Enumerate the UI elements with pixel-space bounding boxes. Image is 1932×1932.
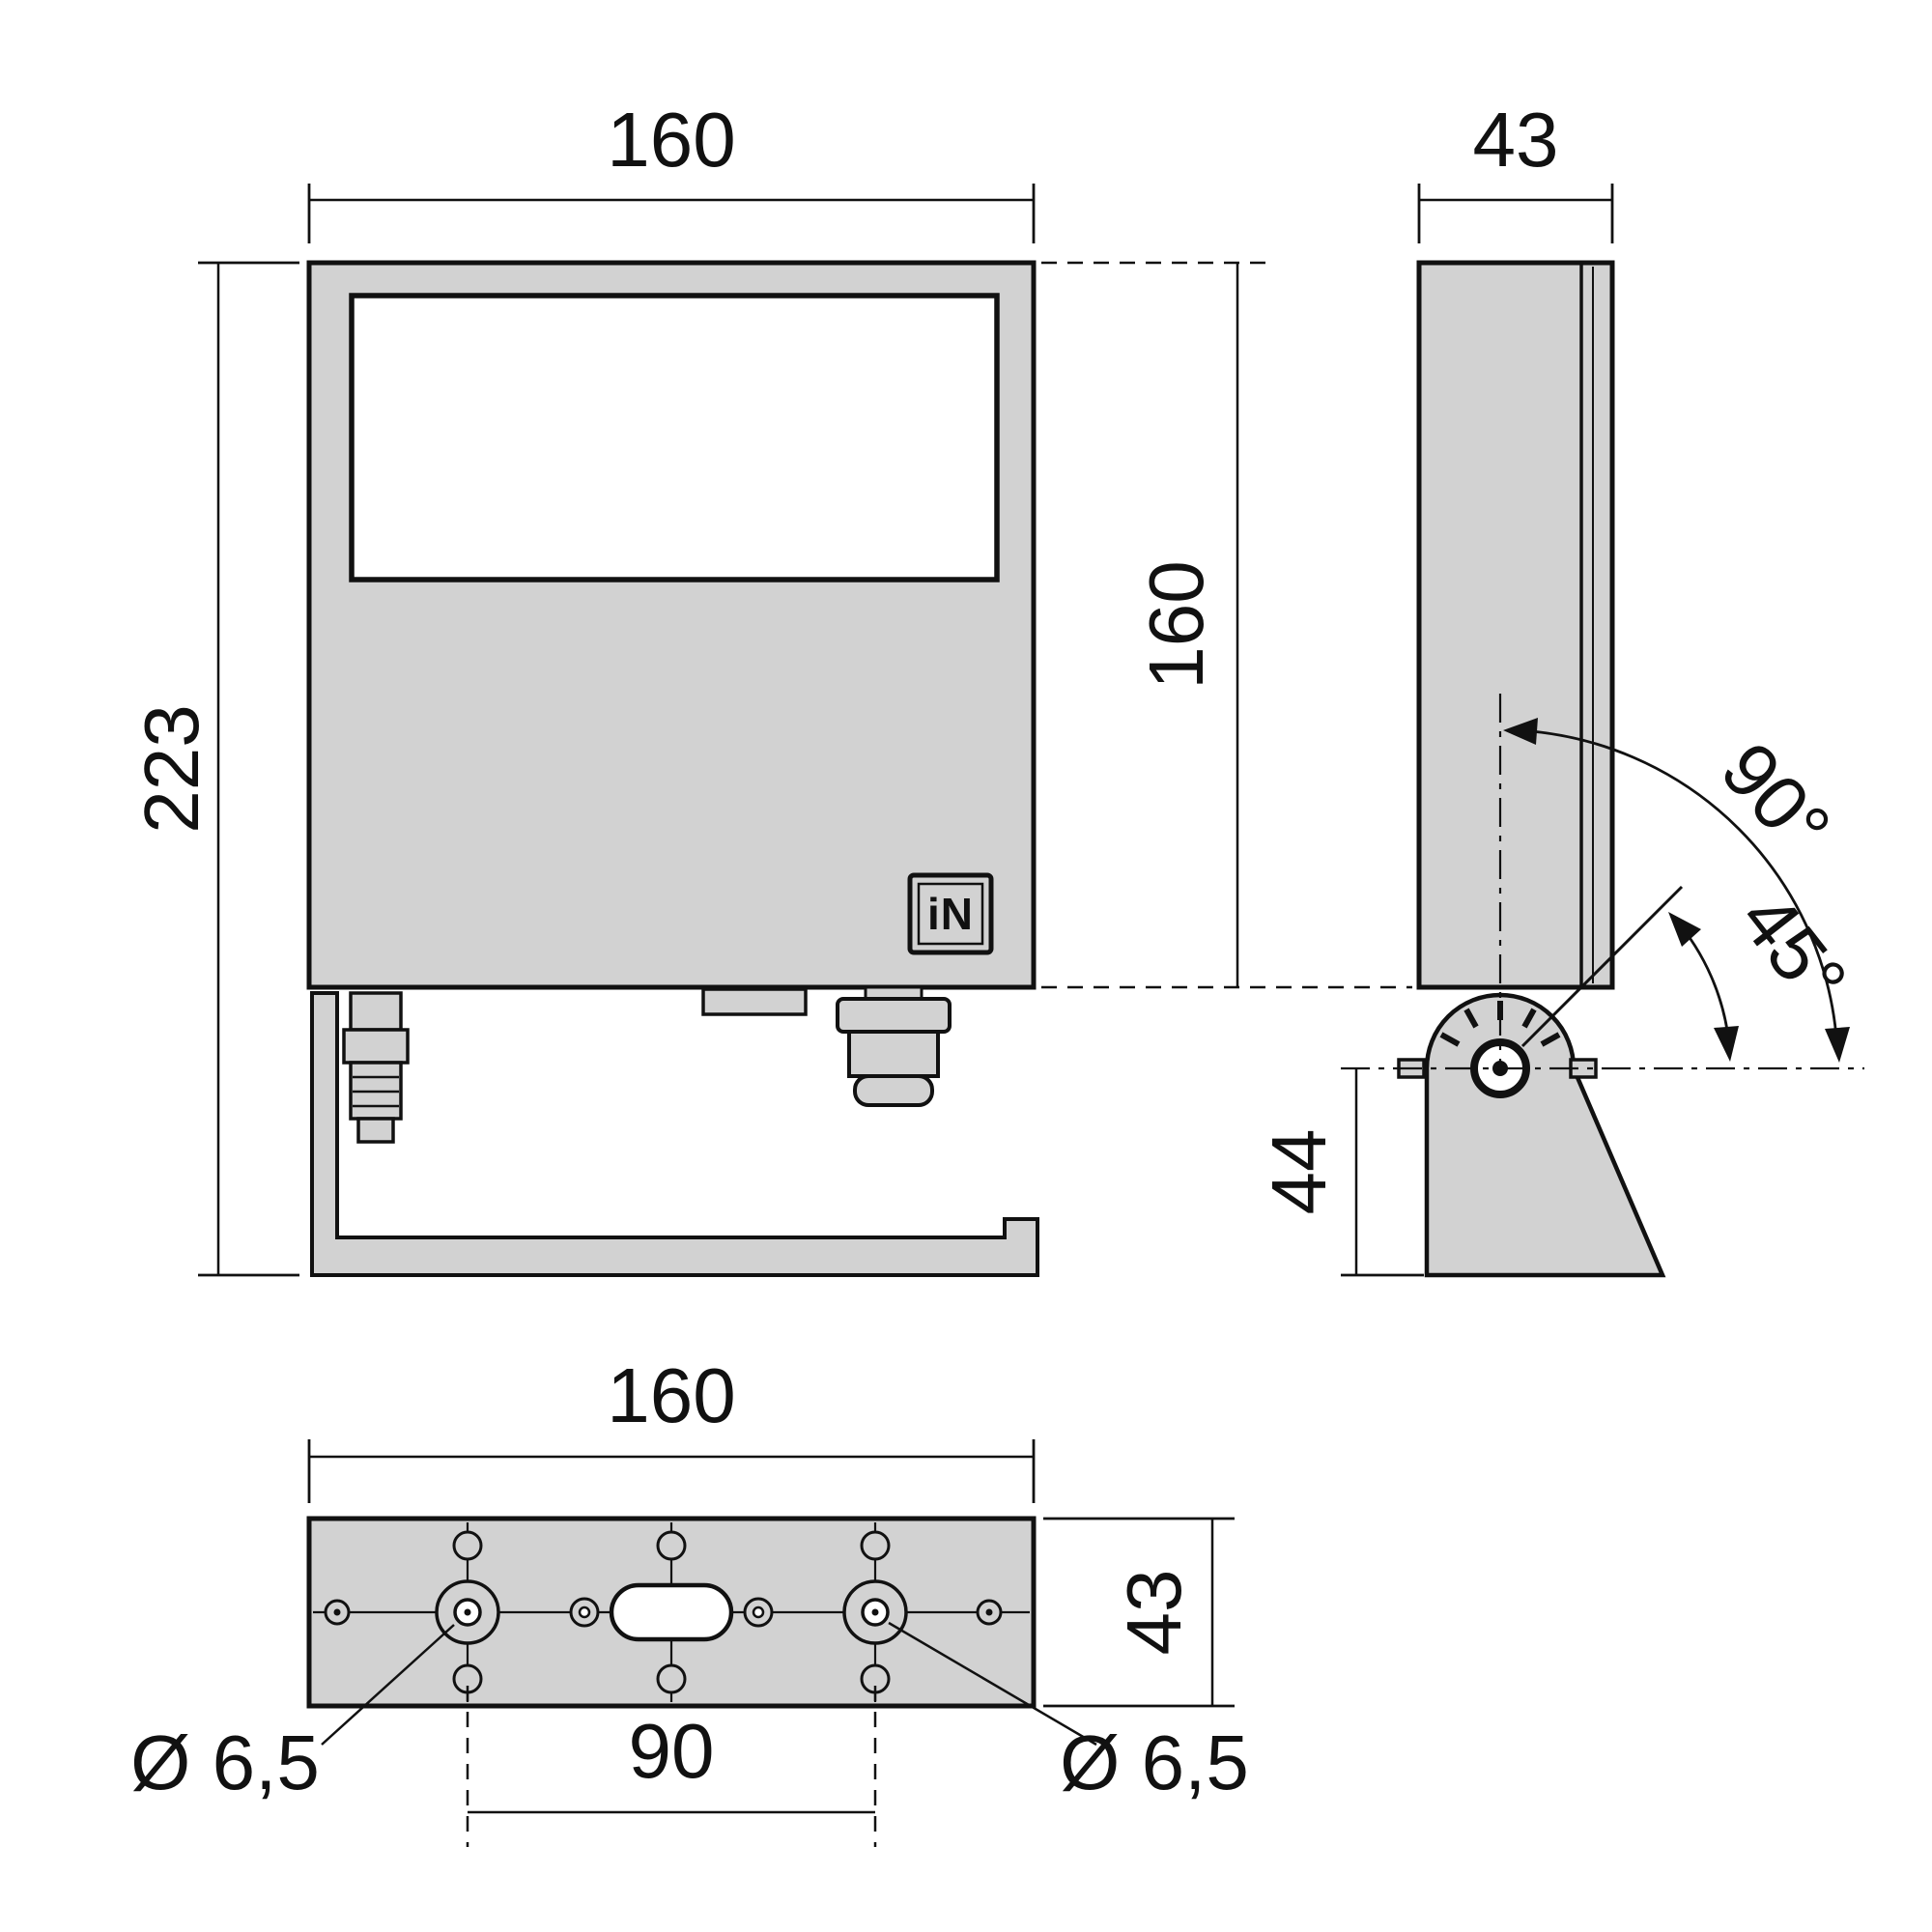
detent-tick (1439, 1032, 1461, 1047)
bottom-view-dimensions: 160 43 90 Ø 6,5 Ø 6,5 (130, 1352, 1249, 1847)
dim-label-side-depth: 43 (1473, 97, 1559, 183)
front-view: iN (306, 260, 1039, 1277)
dim-label-hole-diameter-right: Ø 6,5 (1060, 1719, 1249, 1805)
dim-label-bottom-depth: 43 (1111, 1570, 1197, 1656)
logo-outer-frame (907, 872, 994, 955)
leader-line-right (888, 1621, 1097, 1747)
dim-label-hole-spacing: 90 (629, 1708, 715, 1794)
slot-grommets (569, 1597, 774, 1628)
detent-tick (1463, 1008, 1479, 1029)
angle-label-90: 90° (1705, 726, 1847, 870)
detent-tick (1540, 1032, 1561, 1047)
dim-label-bracket-height: 44 (1256, 1129, 1342, 1215)
side-bracket-foot (1424, 992, 1666, 1278)
rib-lobe (656, 1530, 687, 1561)
boss-center (871, 1608, 879, 1616)
locking-knob (342, 991, 410, 1144)
dim-label-front-width: 160 (607, 97, 735, 183)
front-lens-window (349, 293, 1000, 582)
side-view (1397, 260, 1666, 1278)
arc-90-degrees (1517, 728, 1839, 1052)
front-view-dimensions: 160 223 160 (128, 97, 1412, 1277)
cable-gland (836, 985, 952, 1107)
leader-line-left (321, 1624, 455, 1746)
angle-label-45: 45° (1723, 877, 1863, 1022)
rib-lobe (860, 1530, 891, 1561)
end-hole-right-center (985, 1608, 993, 1616)
knob-neck (349, 991, 403, 1032)
rib-lobes (452, 1530, 891, 1694)
knob-tip (356, 1117, 395, 1144)
bottom-connector (701, 987, 808, 1016)
arc-arrowhead (1714, 1026, 1739, 1062)
arc-arrowhead (1503, 718, 1538, 745)
mounting-boss-right (842, 1579, 908, 1645)
arc-arrowhead (1825, 1027, 1850, 1063)
dim-label-front-body-height: 160 (1133, 560, 1219, 689)
gland-body (847, 1030, 940, 1078)
grommet-hole (752, 1605, 765, 1619)
side-housing (1416, 260, 1615, 990)
mounting-boss-left (435, 1579, 500, 1645)
grommet-hole (578, 1605, 591, 1619)
dim-label-bottom-width: 160 (607, 1352, 735, 1438)
detent-tick (1521, 1008, 1537, 1029)
arc-arrowhead (1668, 912, 1701, 947)
bottom-view (306, 1516, 1037, 1709)
dim-label-hole-diameter-left: Ø 6,5 (130, 1719, 320, 1805)
central-slot (609, 1582, 734, 1642)
mounting-bracket (310, 991, 1039, 1277)
boss-center (464, 1608, 471, 1616)
knob-flange (342, 1028, 410, 1065)
tilt-45-reference-line (1520, 885, 1684, 1048)
end-hole-left-center (333, 1608, 341, 1616)
brand-logo: iN (907, 872, 994, 955)
rib-lobe (452, 1530, 483, 1561)
dim-label-front-total-height: 223 (128, 704, 214, 833)
logo-text: iN (927, 889, 974, 939)
logo-inner-frame (917, 882, 984, 946)
rib-lobe (656, 1663, 687, 1694)
gland-dome (853, 1074, 934, 1107)
gland-cap (836, 997, 952, 1034)
end-holes (324, 1599, 1003, 1626)
